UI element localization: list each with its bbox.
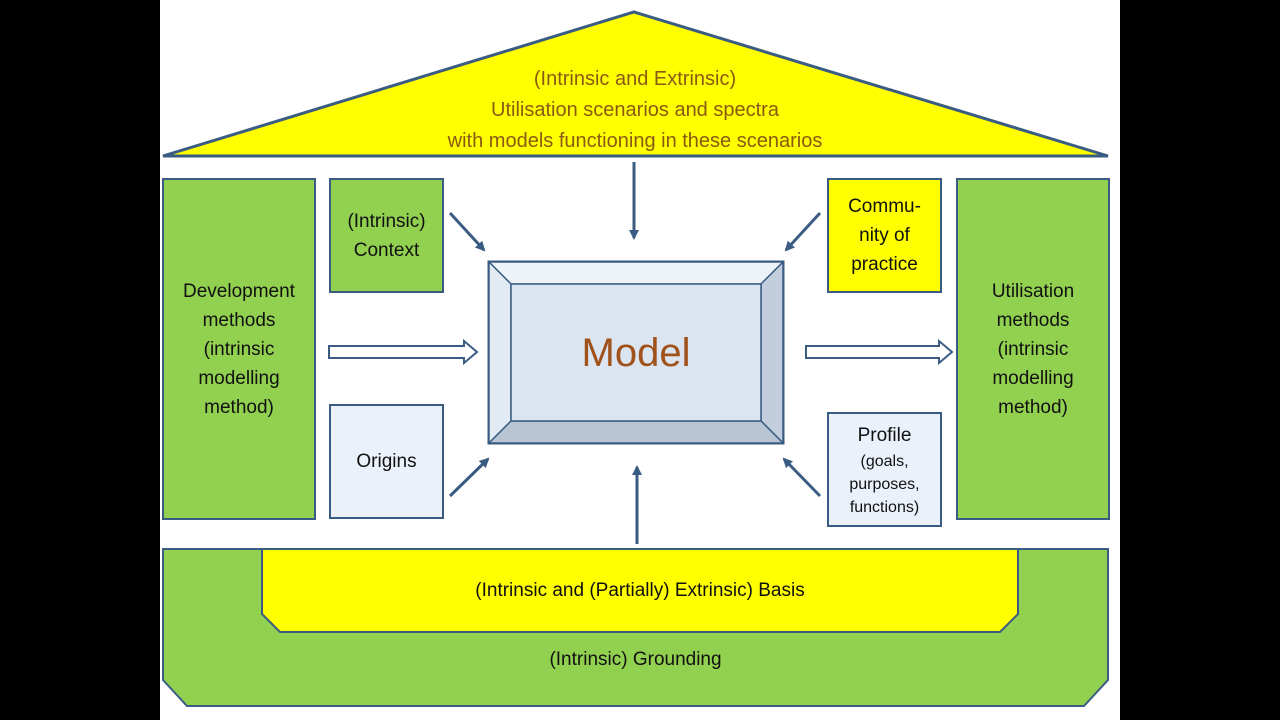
utilisation-line-4: modelling — [992, 367, 1074, 389]
right-pillar-label: Utilisation methods (intrinsic modelling… — [957, 179, 1109, 519]
context-line-1: (Intrinsic) — [347, 210, 426, 232]
profile-title: Profile — [857, 424, 912, 446]
development-line-4: modelling — [198, 367, 280, 389]
roof-line-3: with models functioning in these scenari… — [447, 129, 823, 152]
roof-label: (Intrinsic and Extrinsic) Utilisation sc… — [320, 60, 950, 160]
origins-text: Origins — [356, 451, 417, 472]
arrow-context-to-model — [448, 211, 486, 252]
profile-detail-3: functions) — [849, 498, 920, 516]
community-line-3: practice — [851, 254, 918, 275]
community-line-2: nity of — [859, 225, 910, 246]
development-line-3: (intrinsic — [203, 338, 275, 360]
arrow-origins-to-model — [448, 457, 490, 498]
utilisation-line-5: method) — [998, 396, 1068, 418]
left-pillar-label: Development methods (intrinsic modelling… — [163, 179, 315, 519]
development-line-5: method) — [204, 396, 274, 418]
origins-box-shape — [329, 404, 444, 519]
utilisation-line-2: methods — [996, 309, 1070, 331]
utilisation-line-3: (intrinsic — [997, 338, 1069, 360]
diagram-shapes — [162, 10, 1110, 707]
model-text: Model — [581, 330, 691, 375]
grounding-text: (Intrinsic) Grounding — [549, 648, 722, 670]
right-pillar-shape — [956, 178, 1110, 520]
context-label: (Intrinsic) Context — [330, 179, 443, 292]
community-box-shape — [827, 178, 942, 293]
development-line-2: methods — [202, 309, 276, 331]
profile-box-shape — [827, 412, 942, 527]
community-label: Commu- nity of practice — [828, 179, 941, 292]
basis-label: (Intrinsic and (Partially) Extrinsic) Ba… — [262, 560, 1018, 620]
slide: (Intrinsic and Extrinsic) Utilisation sc… — [160, 0, 1120, 720]
arrow-development-to-model — [328, 338, 479, 366]
basis-shape — [261, 548, 1019, 633]
profile-detail-1: (goals, — [860, 452, 909, 470]
arrow-model-to-utilisation — [805, 338, 954, 366]
origins-label: Origins — [330, 405, 443, 518]
roof-line-2: Utilisation scenarios and spectra — [491, 98, 779, 121]
roof-shape — [162, 10, 1109, 158]
model-box — [487, 260, 785, 445]
model-label: Model — [511, 284, 761, 421]
context-box-shape — [329, 178, 444, 293]
profile-label: Profile (goals, purposes, functions) — [828, 413, 941, 526]
context-line-2: Context — [353, 239, 420, 261]
community-line-1: Commu- — [848, 196, 921, 217]
arrow-community-to-model — [784, 211, 822, 252]
grounding-label: (Intrinsic) Grounding — [163, 638, 1108, 680]
development-line-1: Development — [183, 280, 295, 302]
basis-text: (Intrinsic and (Partially) Extrinsic) Ba… — [475, 579, 805, 601]
roof-line-1: (Intrinsic and Extrinsic) — [533, 67, 737, 90]
arrow-profile-to-model — [782, 457, 822, 498]
utilisation-line-1: Utilisation — [991, 280, 1075, 302]
left-pillar-shape — [162, 178, 316, 520]
profile-detail-2: purposes, — [849, 475, 920, 493]
